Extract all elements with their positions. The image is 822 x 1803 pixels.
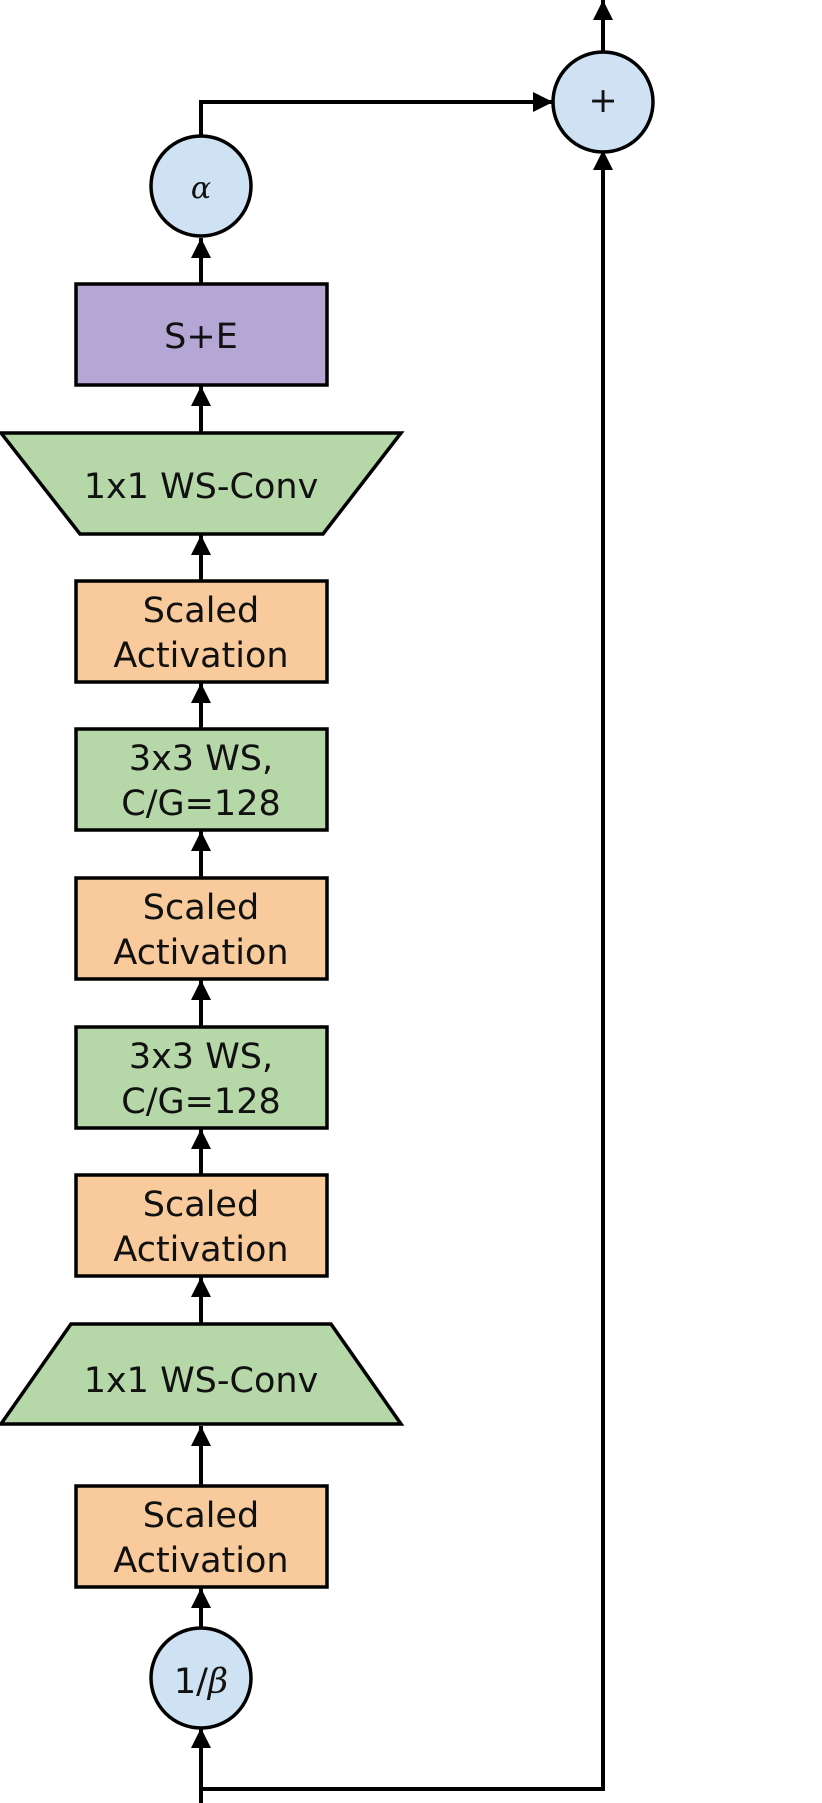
conv-1x1-top-label: 1x1 WS-Conv — [84, 467, 319, 507]
scaled-activation-line2-2: Activation — [113, 1230, 288, 1270]
squeeze-excite-block: S+E — [74, 282, 329, 387]
scaled-activation-box-1 — [74, 1484, 329, 1589]
edges — [191, 0, 613, 1803]
scaled-activation-block-1: Scaled Activation — [74, 1484, 329, 1589]
conv-3x3-line1-2: 3x3 WS, — [129, 739, 273, 779]
scaled-activation-box-3 — [74, 876, 329, 981]
squeeze-excite-box — [74, 282, 329, 387]
arrow-alpha-to-add — [199, 92, 553, 136]
scaled-activation-box-4 — [74, 579, 329, 684]
scaled-activation-line2-3: Activation — [113, 933, 288, 973]
conv-1x1-bottom-label: 1x1 WS-Conv — [84, 1361, 319, 1401]
input-scale-node: 1/β — [149, 1626, 253, 1730]
scaled-activation-line2-4: Activation — [113, 636, 288, 676]
conv-1x1-bottom-trapezoid — [0, 1322, 405, 1426]
conv-1x1-bottom-block: 1x1 WS-Conv — [0, 1322, 405, 1426]
conv-3x3-line2-1: C/G=128 — [121, 1082, 280, 1122]
scaled-activation-block-2: Scaled Activation — [74, 1173, 329, 1278]
scaled-activation-block-3: Scaled Activation — [74, 876, 329, 981]
input-scale-prefix: 1/ — [174, 1662, 208, 1702]
scaled-activation-line1-2: Scaled — [143, 1185, 259, 1225]
conv-3x3-line1-1: 3x3 WS, — [129, 1037, 273, 1077]
conv-3x3-block-1: 3x3 WS, C/G=128 — [74, 1025, 329, 1130]
scaled-activation-line1-3: Scaled — [143, 888, 259, 928]
residual-add-label: + — [588, 81, 617, 121]
conv-3x3-line2-2: C/G=128 — [121, 784, 280, 824]
conv-1x1-top-trapezoid — [0, 431, 405, 536]
skip-connection-line — [201, 150, 613, 1791]
scaled-activation-line2-1: Activation — [113, 1541, 288, 1581]
scaled-activation-line1-1: Scaled — [143, 1496, 259, 1536]
scaled-activation-line1-4: Scaled — [143, 591, 259, 631]
scaled-activation-block-4: Scaled Activation — [74, 579, 329, 684]
scaled-activation-box-2 — [74, 1173, 329, 1278]
input-scale-symbol: β — [206, 1662, 228, 1702]
input-scale-circle — [149, 1626, 253, 1730]
squeeze-excite-label: S+E — [164, 317, 238, 357]
conv-3x3-box-2 — [74, 727, 329, 832]
residual-add-node: + — [551, 50, 655, 154]
svg-text:1/β: 1/β — [174, 1662, 228, 1702]
skip-gain-label: α — [191, 171, 211, 206]
conv-3x3-block-2: 3x3 WS, C/G=128 — [74, 727, 329, 832]
conv-1x1-top-block: 1x1 WS-Conv — [0, 431, 405, 536]
residual-add-circle — [551, 50, 655, 154]
conv-3x3-box-1 — [74, 1025, 329, 1130]
skip-gain-node: α — [149, 134, 253, 238]
skip-gain-circle — [149, 134, 253, 238]
